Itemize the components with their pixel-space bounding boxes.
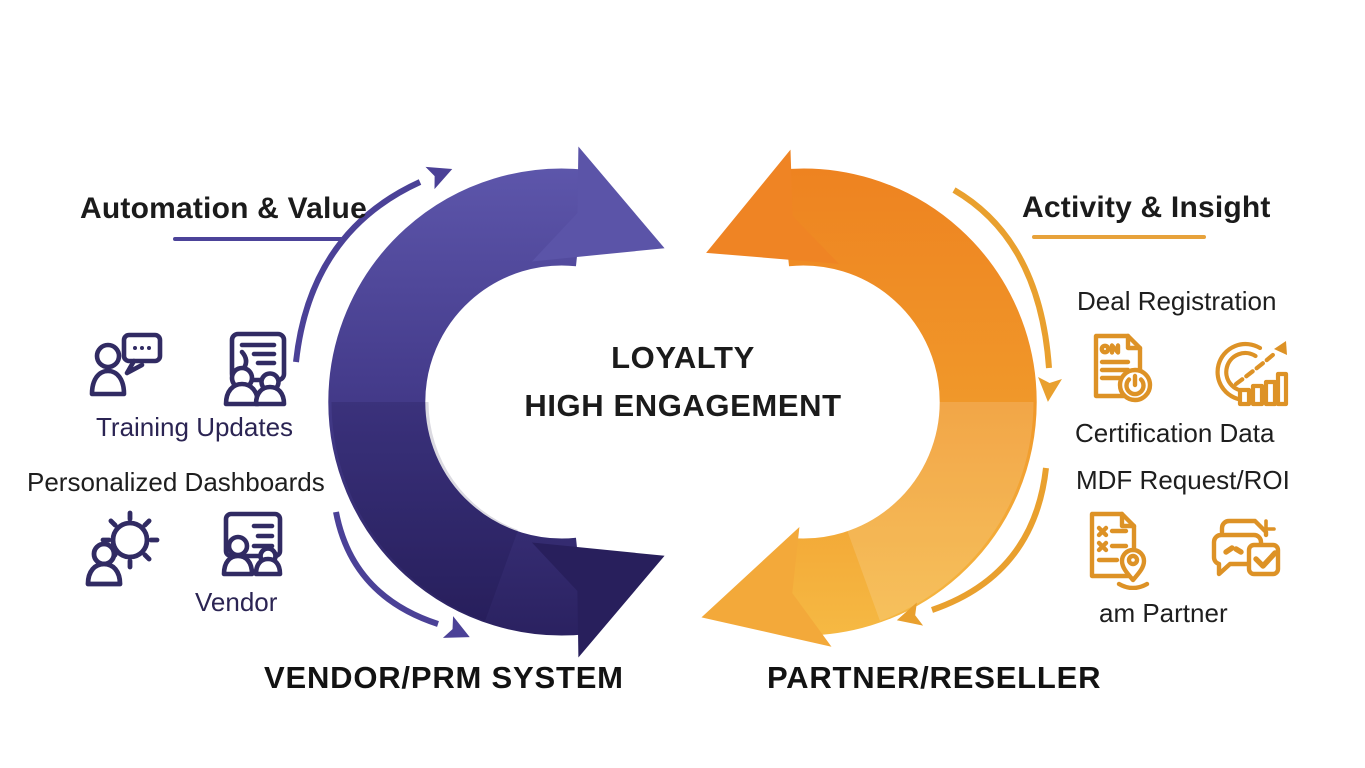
vendor-arrowhead-top bbox=[531, 146, 665, 262]
right-item-mdf: MDF Request/ROI bbox=[1076, 465, 1290, 495]
thin-arrow-bottom-left bbox=[333, 511, 470, 638]
right-item-deal: Deal Registration bbox=[1077, 286, 1277, 316]
right-footer-label: PARTNER/RESELLER bbox=[767, 660, 1102, 695]
document-location-icon bbox=[1089, 511, 1150, 590]
left-item-vendor: Vendor bbox=[195, 587, 278, 617]
person-gear-icon bbox=[85, 510, 160, 587]
left-footer-label: VENDOR/PRM SYSTEM bbox=[264, 660, 624, 695]
thin-arrow-bottom-right bbox=[896, 467, 1049, 626]
people-presentation-icon bbox=[221, 511, 283, 577]
left-item-personalized: Personalized Dashboards bbox=[27, 467, 325, 497]
right-item-partner: am Partner bbox=[1099, 598, 1228, 628]
right-item-certification: Certification Data bbox=[1075, 418, 1275, 448]
right-heading: Activity & Insight bbox=[1022, 191, 1271, 224]
left-item-training: Training Updates bbox=[96, 412, 294, 442]
partner-arrowhead-bottom bbox=[701, 526, 832, 647]
vendor-arrowhead-bottom bbox=[531, 542, 665, 658]
document-power-icon bbox=[1093, 333, 1153, 403]
center-label-line2: HIGH ENGAGEMENT bbox=[524, 388, 842, 423]
partner-cycle-arrow bbox=[701, 149, 1037, 647]
chat-check-icon bbox=[1211, 518, 1281, 577]
partner-arrowhead-top bbox=[706, 149, 839, 264]
right-heading-underline bbox=[1032, 235, 1206, 239]
left-heading: Automation & Value bbox=[80, 192, 367, 225]
center-label-line1: LOYALTY bbox=[611, 340, 755, 375]
left-heading-underline bbox=[173, 237, 343, 241]
thin-arrow-top-right bbox=[952, 187, 1062, 402]
person-chat-icon bbox=[89, 332, 163, 397]
vendor-cycle-arrow bbox=[328, 146, 665, 658]
people-document-icon bbox=[223, 331, 287, 407]
thin-arrow-top-left bbox=[293, 166, 453, 363]
center-label: LOYALTY HIGH ENGAGEMENT bbox=[433, 334, 933, 430]
chart-growth-icon bbox=[1215, 341, 1289, 407]
